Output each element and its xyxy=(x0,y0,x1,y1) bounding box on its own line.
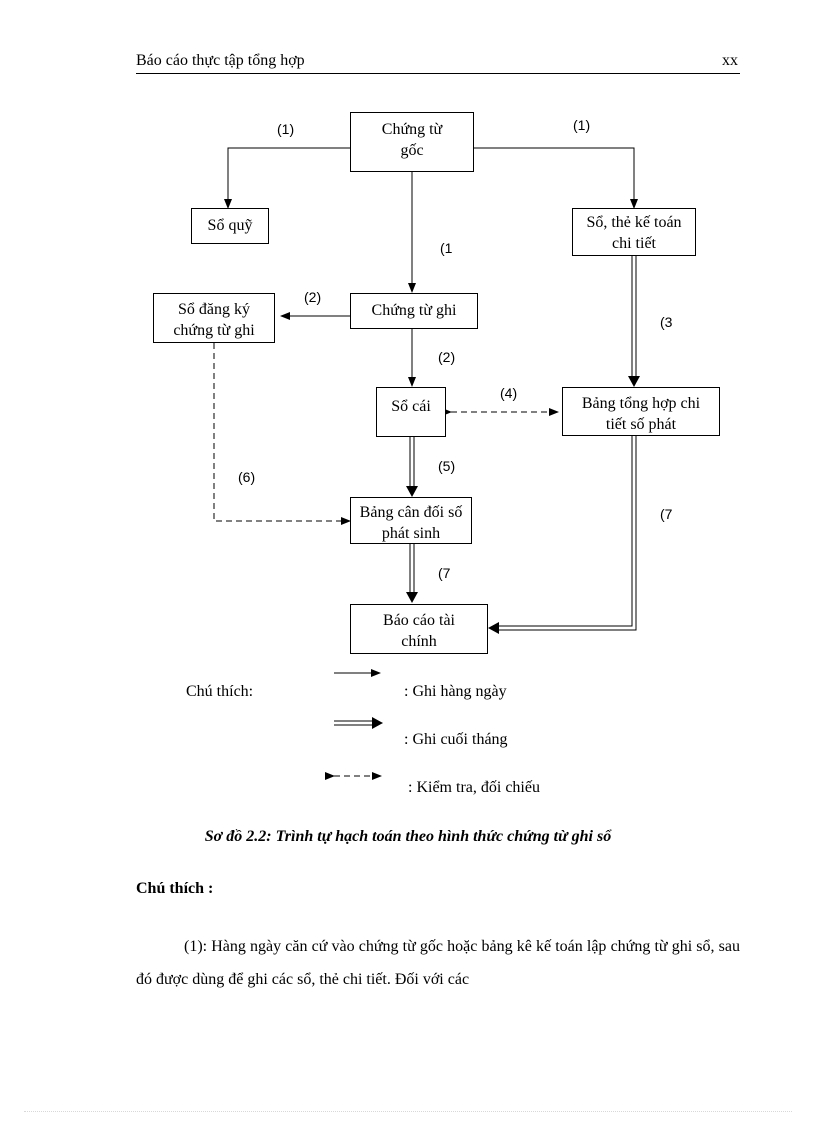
box-bang-can-doi-so-phat-sinh: Bảng cân đối số phát sinh xyxy=(350,497,472,544)
header-title: Báo cáo thực tập tổng hợp xyxy=(136,52,305,69)
label-1-right: (1) xyxy=(573,117,591,133)
diagram-caption: Sơ đồ 2.2: Trình tự hạch toán theo hình … xyxy=(204,828,612,845)
box-bao-cao-tai-chinh: Báo cáo tài chính xyxy=(350,604,488,654)
header-page-number: xx xyxy=(722,52,738,69)
arrow-to-so-quy xyxy=(224,147,350,209)
arrow-to-so-the xyxy=(474,147,638,209)
notes-paragraph: (1): Hàng ngày căn cứ vào chứng từ gốc h… xyxy=(136,938,740,988)
box-chung-tu-goc: Chứng từ gốc xyxy=(350,112,474,172)
label-1-left: (1) xyxy=(277,121,295,137)
label-2-left: (2) xyxy=(304,289,322,305)
legend-month-end-arrowhead xyxy=(372,717,383,729)
label-6: (6) xyxy=(238,469,256,485)
box-bang-tong-hop-chi-tiet: Bảng tổng hợp chi tiết số phát xyxy=(562,387,720,436)
label-4: (4) xyxy=(500,385,518,401)
box-so-the-ke-toan-chi-tiet: Sổ, thẻ kế toán chi tiết xyxy=(572,208,696,256)
header-divider xyxy=(136,73,740,74)
legend-month-end-text: : Ghi cuối tháng xyxy=(404,731,508,748)
box-so-dang-ky-chung-tu-ghi: Sổ đăng ký chứng từ ghi xyxy=(153,293,275,343)
page-bottom-border xyxy=(24,1111,792,1112)
legend-title: Chú thích: xyxy=(186,683,254,700)
label-2-down: (2) xyxy=(438,349,456,365)
box-chung-tu-ghi: Chứng từ ghi xyxy=(350,293,478,329)
notes-heading: Chú thích : xyxy=(136,880,214,897)
legend-check-text: : Kiểm tra, đối chiếu xyxy=(408,779,540,796)
flow-connectors xyxy=(210,147,640,780)
legend-daily-text: : Ghi hàng ngày xyxy=(404,683,507,700)
label-7-center: (7 xyxy=(438,565,451,581)
arrow-check-so-dang-ky-bang-can-doi xyxy=(210,334,351,525)
label-3: (3 xyxy=(660,314,673,330)
box-so-quy: Sổ quỹ xyxy=(191,208,269,244)
label-5: (5) xyxy=(438,458,456,474)
label-7-right: (7 xyxy=(660,506,673,522)
label-1-center: (1 xyxy=(440,240,453,256)
box-so-cai: Sổ cái xyxy=(376,387,446,437)
